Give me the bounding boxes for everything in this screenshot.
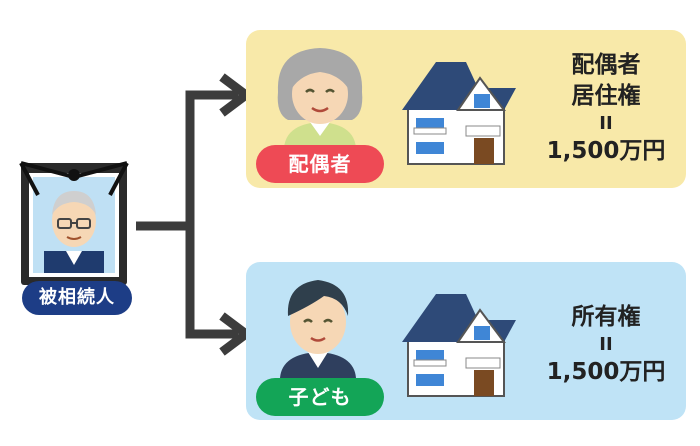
child-right-text: 所有権 II 1,500万円 [536,302,676,388]
branch-line [136,90,238,339]
spouse-right-line-4: 1,500万円 [546,138,666,164]
spouse-right-line-1: 配偶者 [571,52,641,78]
child-right-line-1: 所有権 [571,304,641,330]
spouse-right-line-2: 居住権 [571,83,641,109]
child-right-line-2: II [599,334,613,355]
son-icon [280,280,356,378]
deceased-label: 被相続人 [22,281,132,315]
spouse-right-text: 配偶者 居住権 II 1,500万円 [536,50,676,167]
memorial-portrait-icon [19,161,129,285]
house-icon [402,294,516,397]
grandmother-icon [277,48,363,148]
house-icon [402,62,516,165]
spouse-right-line-3: II [599,113,613,134]
child-label: 子ども [256,378,384,416]
child-right-line-3: 1,500万円 [546,359,666,385]
spouse-label: 配偶者 [256,145,384,183]
